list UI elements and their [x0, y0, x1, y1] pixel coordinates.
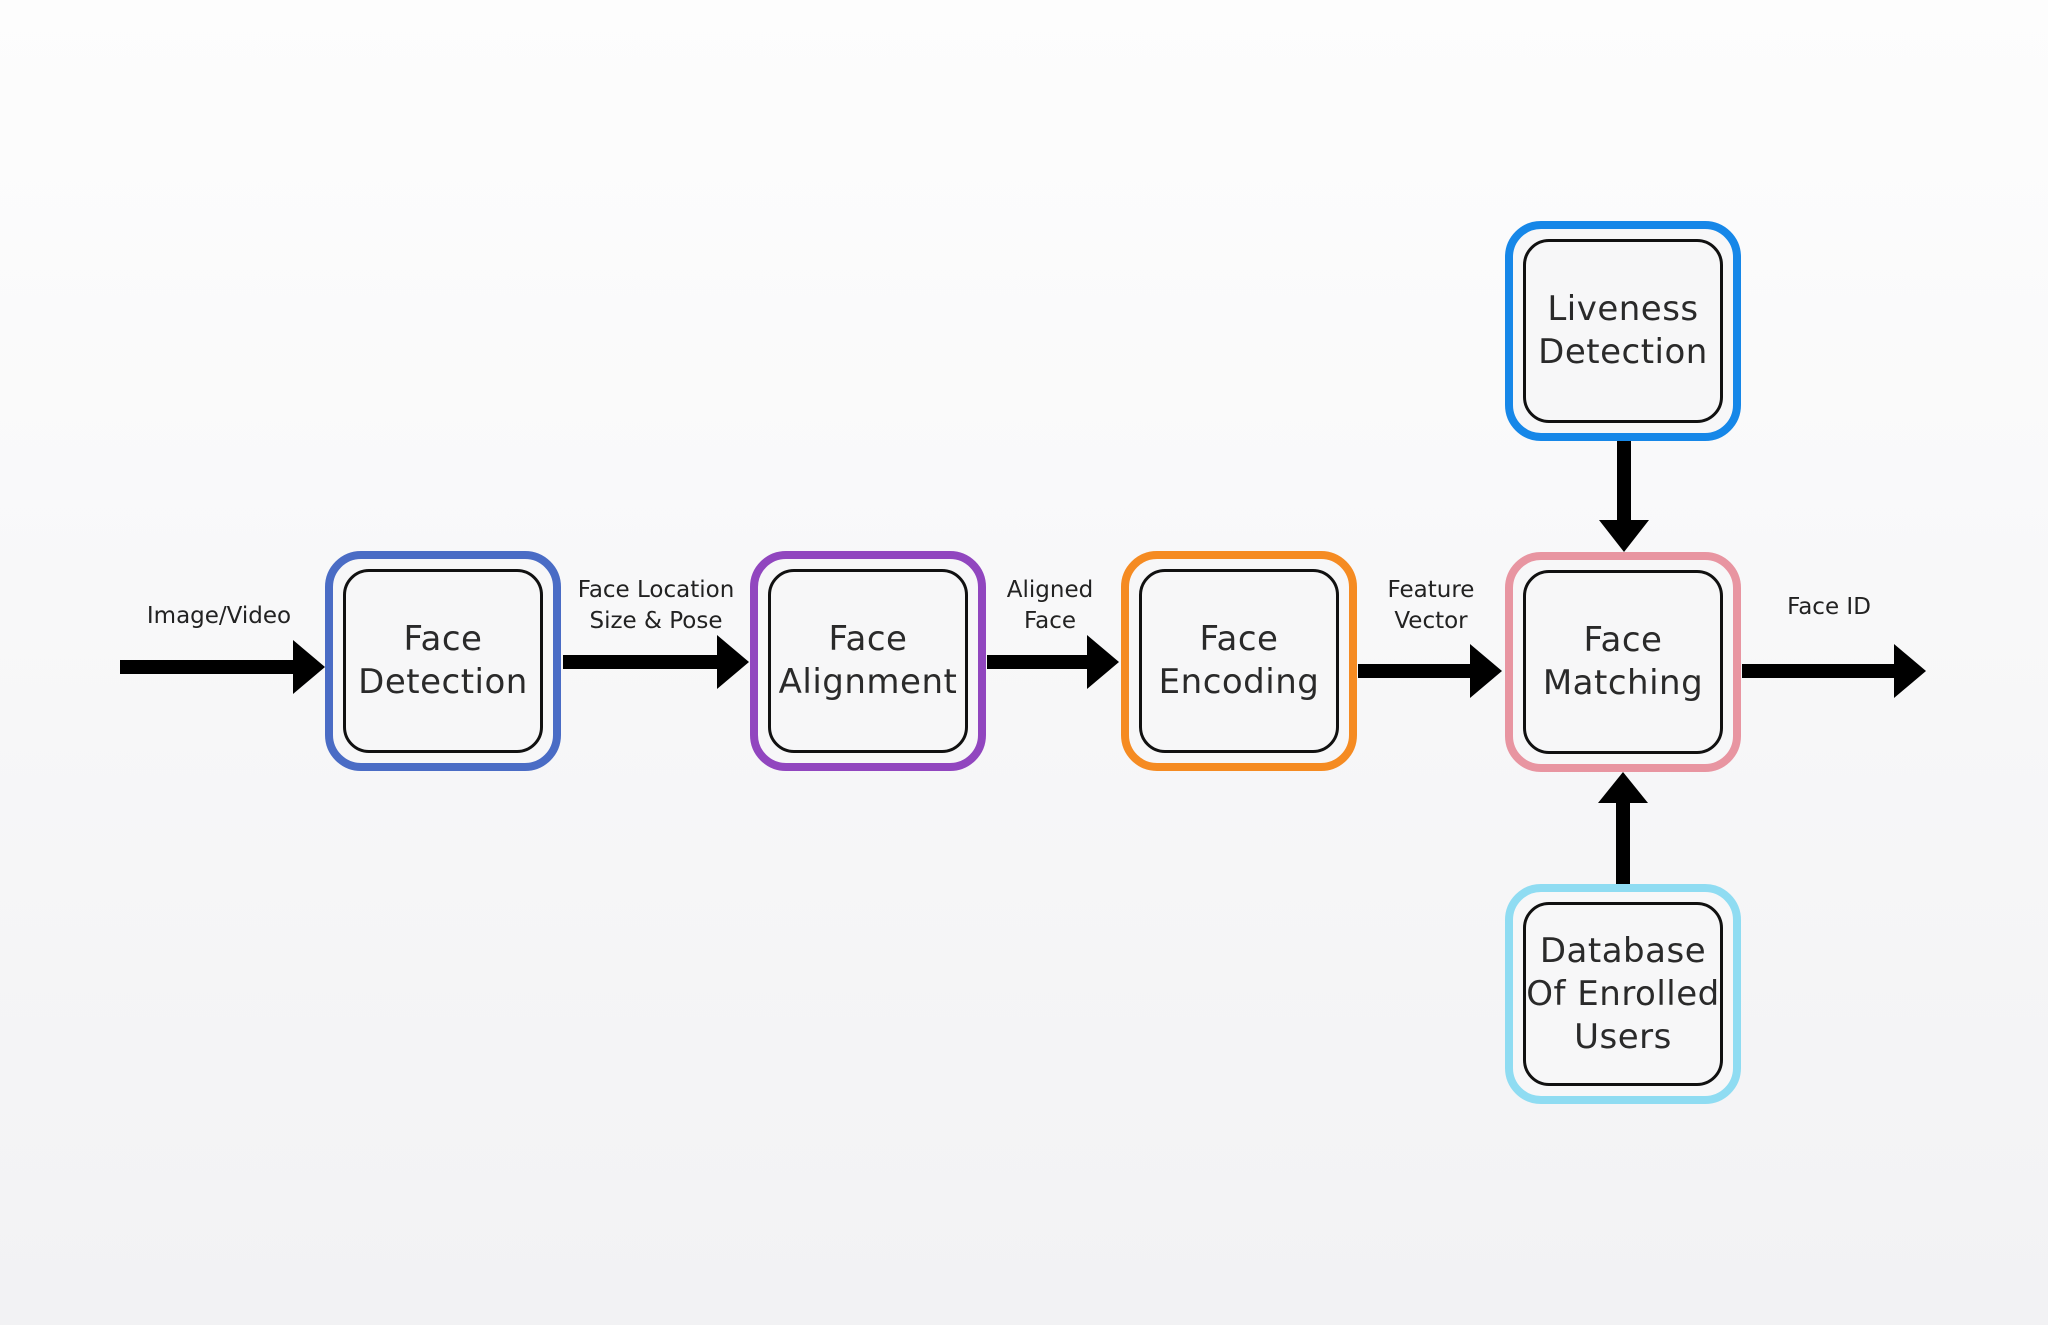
face-matching-node: Face Matching: [1505, 552, 1741, 772]
alignment-to-encoding-edge-label: Aligned Face: [1006, 577, 1094, 634]
arrow-database-to-matching: [1598, 772, 1648, 885]
arrow-liveness-to-matching: [1599, 440, 1649, 552]
arrow-input: [120, 640, 325, 694]
face-detection-label: Face Detection: [358, 619, 528, 702]
face-matching-label: Face Matching: [1542, 620, 1704, 703]
arrow-encoding-to-matching: [1358, 644, 1502, 698]
liveness-detection-label: Liveness Detection: [1538, 289, 1708, 372]
liveness-detection-node: Liveness Detection: [1505, 221, 1741, 441]
face-alignment-node: Face Alignment: [750, 551, 986, 771]
face-encoding-label: Face Encoding: [1158, 619, 1320, 702]
encoding-to-matching-edge-label: Feature Vector: [1387, 577, 1475, 634]
database-users-node: Database Of Enrolled Users: [1505, 884, 1741, 1104]
arrow-alignment-to-encoding: [987, 635, 1119, 689]
output-edge-label: Face ID: [1787, 594, 1871, 620]
database-users-label: Database Of Enrolled Users: [1526, 930, 1720, 1057]
arrow-output: [1742, 644, 1926, 698]
face-alignment-label: Face Alignment: [778, 619, 958, 702]
face-encoding-node: Face Encoding: [1121, 551, 1357, 771]
arrow-detection-to-alignment: [563, 635, 749, 689]
input-edge-label: Image/Video: [146, 603, 292, 629]
face-detection-node: Face Detection: [325, 551, 561, 771]
detection-to-alignment-edge-label: Face Location Size & Pose: [577, 577, 735, 634]
